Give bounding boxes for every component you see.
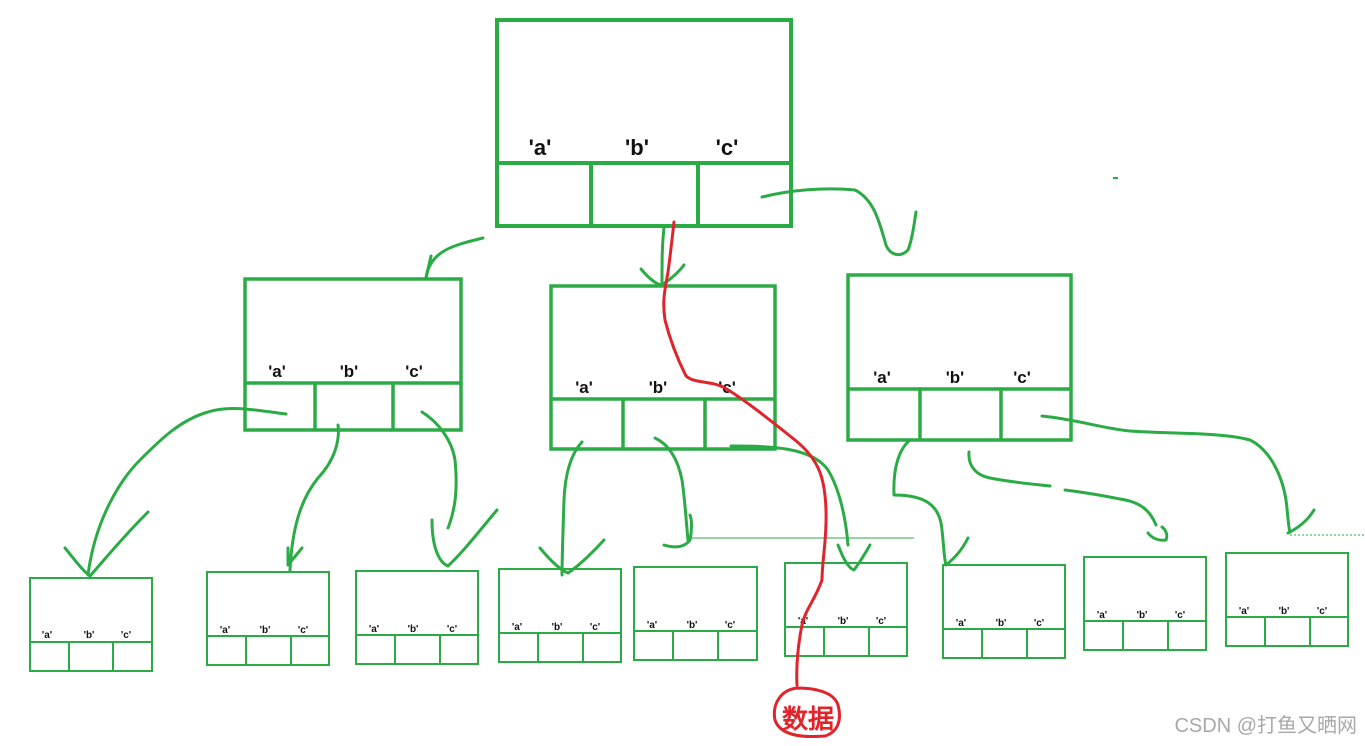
edge-l1c-to-l2 [892,438,948,567]
level2-key-c: 'c' [876,616,886,627]
edge-arrowhead [836,543,872,572]
level2-key-c: 'c' [725,620,735,631]
level2-node-box [784,562,908,657]
level2-node-box [355,570,479,665]
edge-l1c-to-l2 [1040,414,1292,534]
level2-key-b: 'b' [687,620,698,631]
level2-node-box [498,568,622,663]
edge-root-to-c [760,187,918,257]
level2-key-a: 'a' [956,618,966,629]
level2-key-c: 'c' [298,625,308,636]
level2-key-a: 'a' [220,625,230,636]
edge-arrowhead [639,263,686,287]
edge-l1a-to-l2 [288,423,340,572]
level2-node-box [29,577,153,672]
level2-key-c: 'c' [447,624,457,635]
level2-key-a: 'a' [1097,610,1107,621]
level2-key-c: 'c' [590,622,600,633]
level2-node-box [206,571,330,666]
level1-node-a: 'a' 'b' 'c' [243,277,463,432]
level2-node: 'a' 'b' 'c' [784,562,908,657]
edge-l1b-to-l2 [729,444,850,547]
edge-arrowhead [1146,525,1169,542]
edge-l1c-to-l2 [1063,488,1158,527]
level2-key-b: 'b' [1279,606,1290,617]
edge-l1c-to-l2 [967,450,1052,488]
level2-key-b: 'b' [838,616,849,627]
level1-node-c: 'a' 'b' 'c' [846,273,1073,442]
level1-c-key-b: 'b' [946,368,964,387]
level2-key-a: 'a' [42,630,52,641]
level2-node-box [942,564,1066,659]
edge-arrowhead [63,510,150,578]
edge-arrowhead [430,508,499,568]
level2-key-b: 'b' [408,624,419,635]
root-node-box [495,18,793,228]
level1-node-box [846,273,1073,442]
level2-key-b: 'b' [1137,610,1148,621]
root-node: 'a' 'b' 'c' [495,18,793,228]
level1-a-key-b: 'b' [340,362,358,381]
level2-key-a: 'a' [512,622,522,633]
level2-node: 'a' 'b' 'c' [633,566,758,661]
watermark: CSDN @打鱼又晒网 [1174,715,1357,737]
edge-l1a-to-l2 [86,407,288,577]
level2-node-box [633,566,758,661]
level2-key-b: 'b' [996,618,1007,629]
level2-node: 'a' 'b' 'c' [206,571,330,666]
edge-arrowhead [538,538,606,575]
edge-arrowhead [286,546,304,567]
level2-node: 'a' 'b' 'c' [1225,552,1349,647]
data-circle [772,686,841,739]
level1-b-key-b: 'b' [649,378,667,397]
level2-node: 'a' 'b' 'c' [498,568,622,663]
edge-l1b-to-l2 [653,436,690,542]
level2-key-b: 'b' [552,622,563,633]
edge-l1a-to-l2 [420,410,458,530]
search-path [662,220,828,687]
level2-node-box [1083,556,1207,651]
level2-node: 'a' 'b' 'c' [942,564,1066,659]
level2-key-c: 'c' [1317,606,1327,617]
level1-b-key-a: 'a' [575,378,593,397]
level2-key-c: 'c' [1175,610,1185,621]
edge-arrowhead [1286,508,1316,535]
edge-root-to-a [424,236,485,280]
edge-arrowhead [424,254,433,280]
edge-arrowhead [662,513,693,549]
level2-key-a: 'a' [1239,606,1249,617]
level2-key-c: 'c' [1034,618,1044,629]
level1-c-key-a: 'a' [873,368,891,387]
data-label: 数据 [782,704,834,734]
root-key-c: 'c' [716,135,739,160]
level2-key-b: 'b' [84,630,95,641]
edge-root-to-b [660,226,666,287]
level1-a-key-a: 'a' [268,362,286,381]
level2-node-box [1225,552,1349,647]
level1-c-key-c: 'c' [1013,368,1031,387]
level2-key-a: 'a' [647,620,657,631]
level2-key-c: 'c' [121,630,131,641]
level2-node: 'a' 'b' 'c' [355,570,479,665]
level2-node: 'a' 'b' 'c' [29,577,153,672]
level1-a-key-c: 'c' [405,362,423,381]
edge-arrowhead [944,536,970,567]
level1-node-box [243,277,463,432]
level2-key-a: 'a' [369,624,379,635]
root-key-b: 'b' [625,135,649,160]
level2-node: 'a' 'b' 'c' [1083,556,1207,651]
root-key-a: 'a' [529,135,552,160]
edge-l1b-to-l2 [560,440,584,577]
level2-key-b: 'b' [260,625,271,636]
